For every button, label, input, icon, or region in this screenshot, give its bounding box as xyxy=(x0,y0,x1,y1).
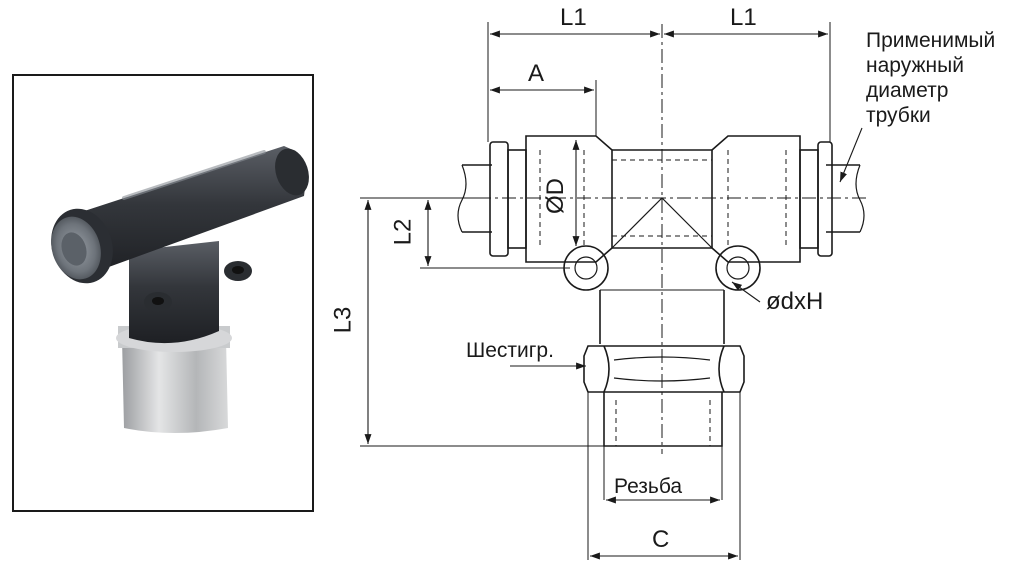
label-hex: Шестигр. xyxy=(466,339,554,362)
dim-l1-left: L1 xyxy=(560,4,587,31)
product-photo xyxy=(51,146,309,433)
dimension-lines xyxy=(364,30,863,560)
dim-port: ødxH xyxy=(766,288,824,315)
dim-a: A xyxy=(528,60,545,87)
label-applicable-tube-od: Применимый наружный диаметр трубки xyxy=(866,29,996,127)
dim-l2: L2 xyxy=(389,218,417,246)
dim-od: ØD xyxy=(542,178,569,214)
dim-c: C xyxy=(652,526,670,553)
product-photo-frame xyxy=(12,74,314,512)
dim-l1-right: L1 xyxy=(730,4,757,31)
dim-l3: L3 xyxy=(329,306,357,334)
fitting-outline xyxy=(360,22,870,560)
label-thread: Резьба xyxy=(614,475,683,498)
